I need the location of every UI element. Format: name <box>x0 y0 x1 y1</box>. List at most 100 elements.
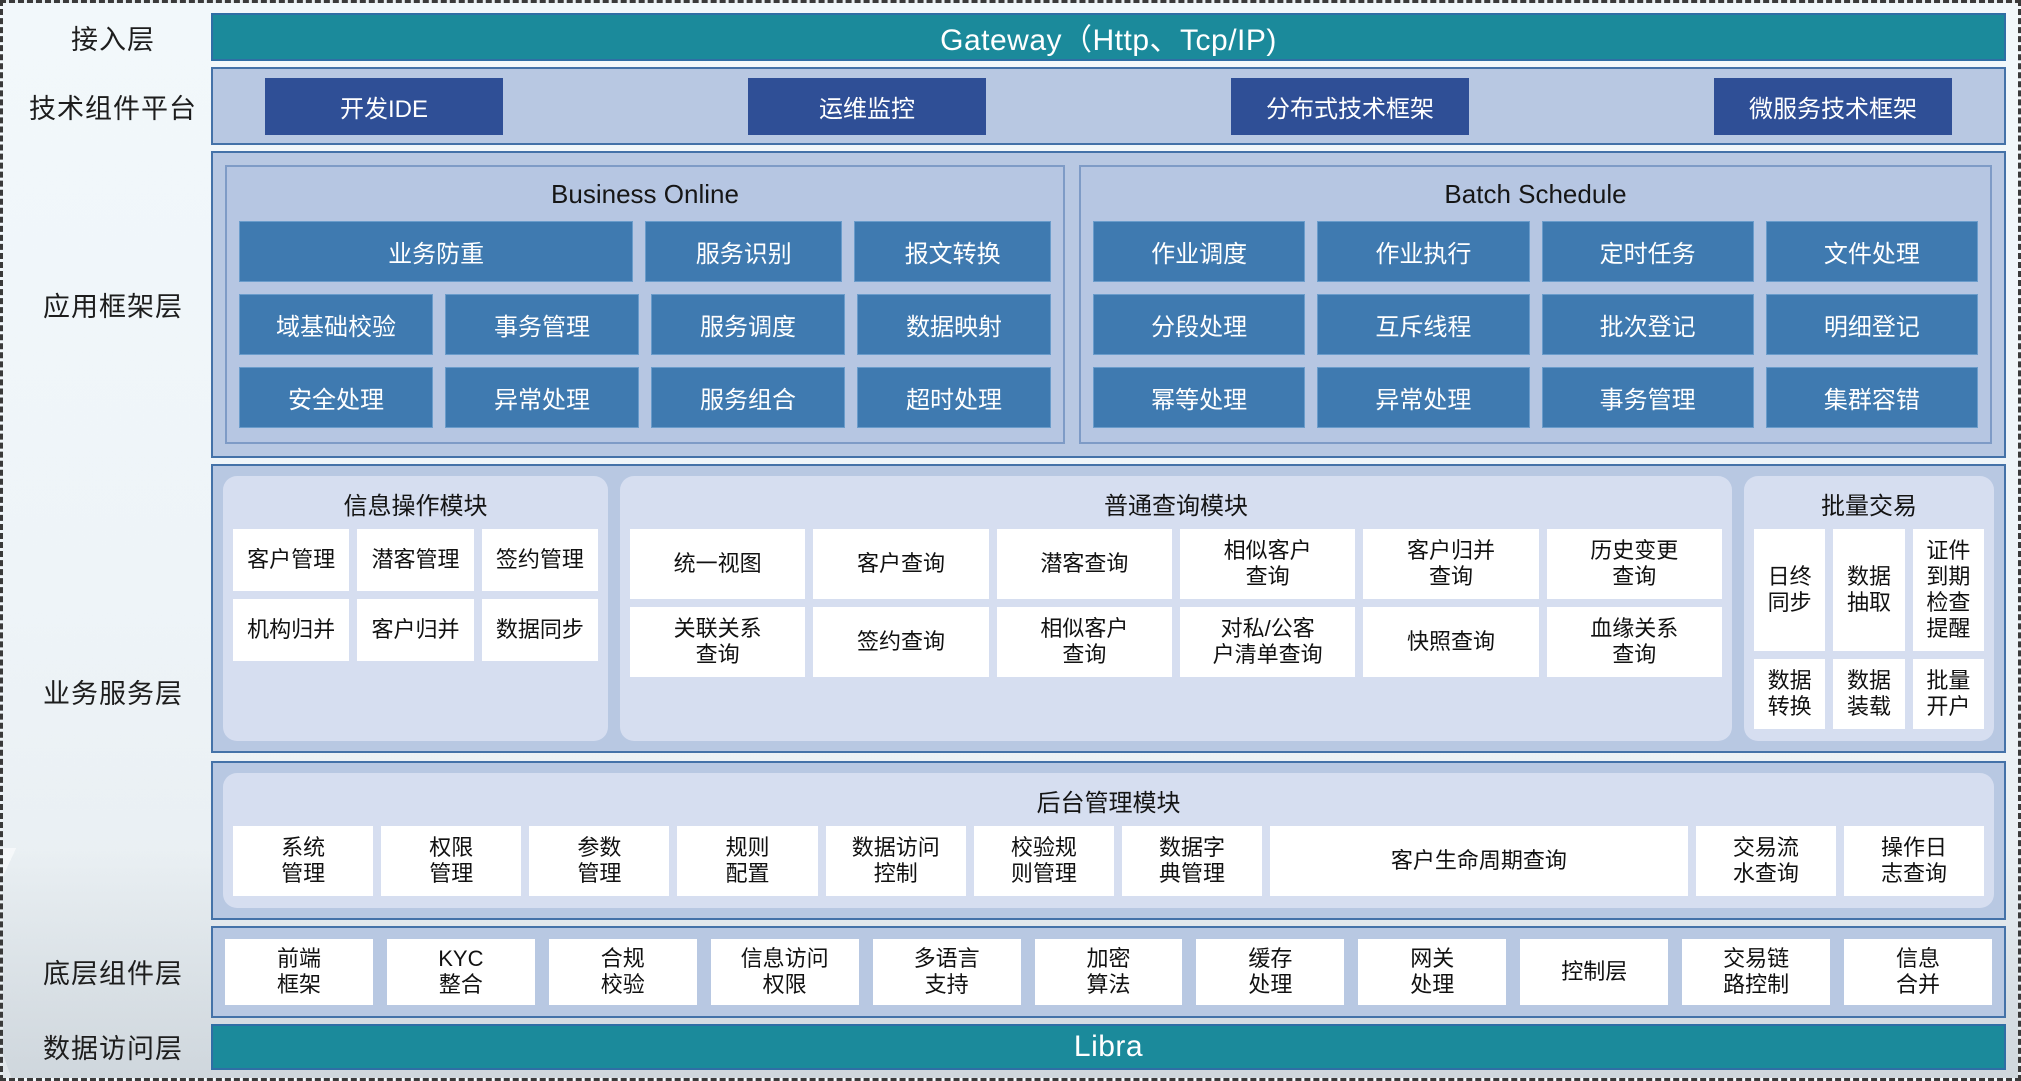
cell-history-change-query[interactable]: 历史变更 查询 <box>1546 529 1722 599</box>
tech-item-microservice-framework[interactable]: 微服务技术框架 <box>1714 77 1952 135</box>
cell-transaction-link-control[interactable]: 交易链 路控制 <box>1682 938 1831 1005</box>
cell-relationship-query[interactable]: 关联关系 查询 <box>630 606 806 677</box>
module-service-composition[interactable]: 服务组合 <box>651 367 845 428</box>
cell-org-merge[interactable]: 机构归并 <box>233 599 350 661</box>
business-online-group: Business Online 业务防重 服务识别 报文转换 域基础校验 事务管… <box>225 165 1065 444</box>
cell-kinship-relationship-query[interactable]: 血缘关系 查询 <box>1546 606 1722 677</box>
module-segment-process[interactable]: 分段处理 <box>1093 294 1306 355</box>
module-batch-register[interactable]: 批次登记 <box>1541 294 1754 355</box>
cell-parameter-mgmt[interactable]: 参数 管理 <box>529 825 670 896</box>
cell-customer-merge[interactable]: 客户归并 <box>357 599 474 661</box>
module-timeout-process[interactable]: 超时处理 <box>857 367 1051 428</box>
tech-item-distributed-framework[interactable]: 分布式技术框架 <box>1231 77 1469 135</box>
libra-bar[interactable]: Libra <box>211 1023 2006 1070</box>
cell-customer-mgmt[interactable]: 客户管理 <box>233 529 350 591</box>
cell-control-layer[interactable]: 控制层 <box>1520 938 1669 1005</box>
module-scheduled-task[interactable]: 定时任务 <box>1541 221 1754 282</box>
cell-info-access-permission[interactable]: 信息访问 权限 <box>710 938 859 1005</box>
cell-prospect-query[interactable]: 潜客查询 <box>996 529 1172 599</box>
module-batch-exception-process[interactable]: 异常处理 <box>1317 367 1530 428</box>
cell-operation-log-query[interactable]: 操作日 志查询 <box>1843 825 1985 896</box>
cell-encryption-algorithm[interactable]: 加密 算法 <box>1034 938 1183 1005</box>
backend-admin-module: 后台管理模块 系统 管理 权限 管理 参数 管理 规则 配置 数据访问 控制 校… <box>223 772 1994 908</box>
cell-batch-account-open[interactable]: 批量 开户 <box>1912 658 1984 729</box>
module-file-process[interactable]: 文件处理 <box>1765 221 1978 282</box>
cell-data-transform[interactable]: 数据 转换 <box>1754 658 1826 729</box>
layer-stack: 接入层 Gateway（Http、Tcp/IP) 技术组件平台 开发IDE 运维… <box>15 13 2006 1070</box>
cell-rule-config[interactable]: 规则 配置 <box>677 825 818 896</box>
general-query-module: 普通查询模块 统一视图 客户查询 潜客查询 相似客户 查询 客户归并 查询 历史… <box>620 476 1732 741</box>
component-layer-panel: 前端 框架 KYC 整合 合规 校验 信息访问 权限 多语言 支持 加密 算法 … <box>211 925 2006 1018</box>
info-operation-row-1: 客户管理 潜客管理 签约管理 <box>233 529 598 591</box>
info-operation-cells: 客户管理 潜客管理 签约管理 机构归并 客户归并 数据同步 <box>233 529 598 661</box>
batch-transaction-module-title: 批量交易 <box>1821 493 1917 520</box>
cell-similar-customer-query-2[interactable]: 相似客户 查询 <box>996 606 1172 677</box>
module-data-mapping[interactable]: 数据映射 <box>857 294 1051 355</box>
info-operation-module-title: 信息操作模块 <box>343 493 488 520</box>
cell-data-access-control[interactable]: 数据访问 控制 <box>825 825 966 896</box>
cell-info-merge[interactable]: 信息 合并 <box>1844 938 1992 1005</box>
cell-cache-process[interactable]: 缓存 处理 <box>1196 938 1345 1005</box>
cell-data-extract[interactable]: 数据 抽取 <box>1833 529 1905 651</box>
cell-data-dictionary-mgmt[interactable]: 数据字 典管理 <box>1121 825 1263 896</box>
module-security-process[interactable]: 安全处理 <box>239 367 433 428</box>
module-job-execution[interactable]: 作业执行 <box>1317 221 1530 282</box>
module-message-convert[interactable]: 报文转换 <box>854 221 1051 282</box>
gateway-bar[interactable]: Gateway（Http、Tcp/IP) <box>211 13 2006 61</box>
cell-system-mgmt[interactable]: 系统 管理 <box>233 825 374 896</box>
layer-body-access: Gateway（Http、Tcp/IP) <box>211 13 2006 61</box>
component-items: 前端 框架 KYC 整合 合规 校验 信息访问 权限 多语言 支持 加密 算法 … <box>225 938 1992 1005</box>
general-query-cells: 统一视图 客户查询 潜客查询 相似客户 查询 客户归并 查询 历史变更 查询 关… <box>630 529 1722 677</box>
module-service-identify[interactable]: 服务识别 <box>645 221 843 282</box>
layer-row-appframe: 应用框架层 Business Online 业务防重 服务识别 报文转换 域 <box>15 151 2006 458</box>
module-detail-register[interactable]: 明细登记 <box>1765 294 1978 355</box>
module-service-scheduling[interactable]: 服务调度 <box>651 294 845 355</box>
layer-label-business-service: 业务服务层 <box>43 679 183 710</box>
module-idempotent-process[interactable]: 幂等处理 <box>1093 367 1306 428</box>
cell-data-load[interactable]: 数据 装载 <box>1833 658 1905 729</box>
business-online-grid: 业务防重 服务识别 报文转换 域基础校验 事务管理 服务调度 数据映射 <box>239 221 1051 428</box>
module-batch-transaction-mgmt[interactable]: 事务管理 <box>1541 367 1754 428</box>
admin-modules-panel: 后台管理模块 系统 管理 权限 管理 参数 管理 规则 配置 数据访问 控制 校… <box>211 760 2006 920</box>
module-cluster-fault-tolerance[interactable]: 集群容错 <box>1765 367 1978 428</box>
business-online-row-2: 域基础校验 事务管理 服务调度 数据映射 <box>239 294 1051 355</box>
cell-private-public-customer-list-query[interactable]: 对私/公客 户清单查询 <box>1179 606 1356 677</box>
cell-snapshot-query[interactable]: 快照查询 <box>1363 606 1539 677</box>
batch-transaction-module: 批量交易 日终 同步 数据 抽取 证件到期 检查提醒 数据 转换 数据 装载 <box>1744 476 1994 741</box>
cell-contract-mgmt[interactable]: 签约管理 <box>481 529 598 591</box>
module-business-dedup[interactable]: 业务防重 <box>239 221 634 282</box>
module-domain-validate[interactable]: 域基础校验 <box>239 294 433 355</box>
cell-customer-query[interactable]: 客户查询 <box>813 529 989 599</box>
module-mutex-thread[interactable]: 互斥线程 <box>1317 294 1530 355</box>
cell-customer-merge-query[interactable]: 客户归并 查询 <box>1363 529 1539 599</box>
cell-frontend-framework[interactable]: 前端 框架 <box>225 938 373 1005</box>
backend-admin-row-1: 系统 管理 权限 管理 参数 管理 规则 配置 数据访问 控制 校验规 则管理 … <box>233 825 1985 896</box>
business-service-wrap: 信息操作模块 客户管理 潜客管理 签约管理 机构归并 客户归并 <box>211 464 2006 920</box>
cell-permission-mgmt[interactable]: 权限 管理 <box>381 825 522 896</box>
tech-item-ops-monitoring[interactable]: 运维监控 <box>748 77 986 135</box>
backend-admin-module-title: 后台管理模块 <box>1036 789 1181 817</box>
cell-validation-rule-mgmt[interactable]: 校验规 则管理 <box>973 825 1114 896</box>
module-transaction-mgmt[interactable]: 事务管理 <box>445 294 639 355</box>
layer-body-tech: 开发IDE 运维监控 分布式技术框架 微服务技术框架 <box>211 67 2006 145</box>
cell-similar-customer-query[interactable]: 相似客户 查询 <box>1179 529 1356 599</box>
layer-label-data-access: 数据访问层 <box>43 1034 183 1065</box>
cell-gateway-process[interactable]: 网关 处理 <box>1358 938 1507 1005</box>
module-exception-process[interactable]: 异常处理 <box>445 367 639 428</box>
cell-kyc-integration[interactable]: KYC 整合 <box>386 938 535 1005</box>
cell-unified-view[interactable]: 统一视图 <box>630 529 806 599</box>
general-query-row-2: 关联关系 查询 签约查询 相似客户 查询 对私/公客 户清单查询 快照查询 血缘… <box>630 606 1722 677</box>
module-job-scheduling[interactable]: 作业调度 <box>1093 221 1306 282</box>
layer-body-appframe: Business Online 业务防重 服务识别 报文转换 域基础校验 事务管… <box>211 151 2006 458</box>
cell-contract-query[interactable]: 签约查询 <box>813 606 989 677</box>
cell-compliance-validation[interactable]: 合规 校验 <box>548 938 697 1005</box>
tech-item-ide[interactable]: 开发IDE <box>265 77 503 135</box>
cell-eod-sync[interactable]: 日终 同步 <box>1754 529 1826 651</box>
cell-transaction-flow-query[interactable]: 交易流 水查询 <box>1695 825 1836 896</box>
cell-customer-lifecycle-query[interactable]: 客户生命周期查询 <box>1270 825 1688 896</box>
cell-certificate-expiry-reminder[interactable]: 证件到期 检查提醒 <box>1912 529 1984 651</box>
cell-multilanguage-support[interactable]: 多语言 支持 <box>872 938 1021 1005</box>
cell-data-sync[interactable]: 数据同步 <box>481 599 598 661</box>
cell-prospect-mgmt[interactable]: 潜客管理 <box>357 529 474 591</box>
